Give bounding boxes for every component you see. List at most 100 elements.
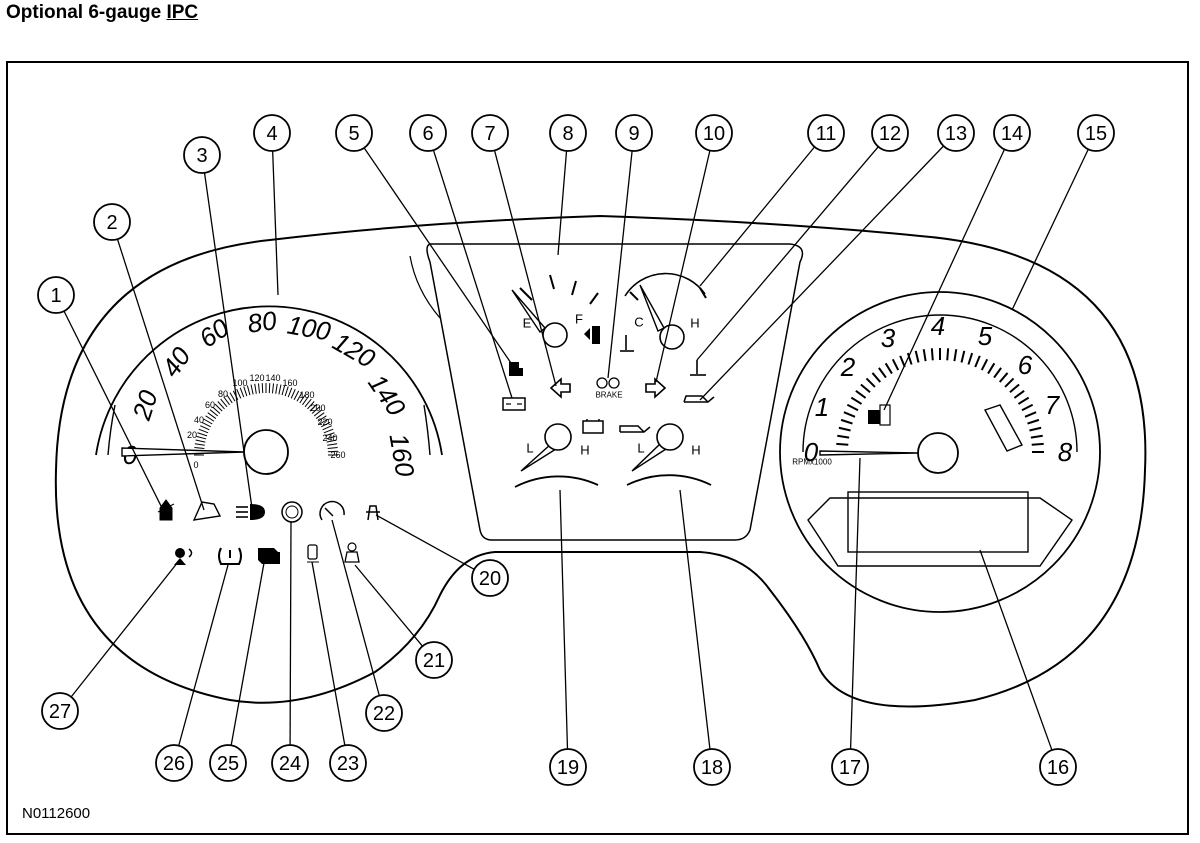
kmh-label-0: 0 [193, 460, 198, 470]
title-prefix: Optional 6-gauge [6, 2, 167, 23]
tach-tick [878, 367, 887, 379]
speedometer-needle [121, 447, 245, 457]
tach-tick [860, 383, 871, 394]
tach-tick [993, 367, 1002, 379]
speedo-inner-tick [205, 415, 215, 422]
oil-pressure-gauge: L H [619, 423, 712, 486]
callout-17: 17 [831, 748, 869, 786]
speedo-inner-tick [322, 425, 332, 431]
kmh-label-140: 140 [265, 373, 280, 383]
high-beam-icon [236, 504, 265, 520]
callout-number: 2 [106, 212, 117, 234]
speedo-inner-tick [323, 428, 334, 434]
callout-18: 18 [693, 748, 731, 786]
callout-leader-19 [559, 489, 569, 750]
figure-id: N0112600 [22, 805, 91, 822]
speedo-inner-tick [243, 386, 248, 397]
speedo-inner-tick [200, 425, 210, 431]
tach-label-3: 3 [881, 323, 896, 353]
callout-number: 9 [628, 123, 639, 145]
tach-tick [891, 358, 900, 371]
callout-number: 26 [163, 753, 185, 775]
callout-number: 4 [266, 123, 277, 145]
callout-19: 19 [549, 748, 587, 786]
callout-leader-25 [230, 562, 265, 746]
tach-tick [1027, 418, 1040, 425]
speedo-inner-tick [239, 387, 245, 398]
kmh-label-260: 260 [330, 450, 345, 460]
speedo-inner-tick [198, 428, 209, 434]
redline-zone [983, 404, 1023, 452]
tach-tick [998, 372, 1009, 383]
callout-13: 13 [937, 114, 975, 152]
tach-tick [980, 358, 989, 371]
callout-number: 21 [423, 650, 445, 672]
callout-number: 3 [196, 145, 207, 167]
kmh-label-120: 120 [249, 373, 264, 383]
speedo-inner-tick [296, 392, 303, 402]
speedo-inner-tick [214, 403, 223, 412]
callout-14: 14 [993, 114, 1031, 152]
battery-icon [582, 419, 604, 434]
callout-number: 14 [1001, 123, 1023, 145]
mph-label-120: 120 [328, 326, 381, 374]
callout-leader-22 [331, 519, 380, 696]
callout-number: 25 [217, 753, 239, 775]
callout-leader-13 [699, 145, 945, 401]
low-fuel-warning-icon [868, 404, 891, 426]
callout-27: 27 [41, 692, 79, 730]
callout-25: 25 [209, 744, 247, 782]
low-oil-pressure-icon [683, 395, 715, 403]
callout-leader-2 [116, 238, 205, 511]
tach-tick [1030, 434, 1043, 439]
speedometer-hub [243, 429, 289, 475]
callout-number: 16 [1047, 757, 1069, 779]
callout-20: 20 [471, 559, 509, 597]
callout-number: 24 [279, 753, 301, 775]
left-turn-signal-icon [549, 377, 571, 399]
speedo-inner-tick [307, 401, 315, 410]
callout-number: 12 [879, 123, 901, 145]
speedo-inner-tick [254, 383, 257, 394]
callout-1: 1 [37, 276, 75, 314]
callout-leader-12 [696, 146, 879, 361]
speedo-inner-tick [319, 418, 329, 425]
callout-leader-27 [70, 561, 179, 698]
speedo-inner-tick [223, 396, 230, 406]
ipc-link[interactable]: IPC [166, 2, 199, 23]
tach-tick [906, 352, 913, 365]
callout-3: 3 [183, 136, 221, 174]
tachometer: 0 1 2 3 4 5 6 7 8 RPMx1000 [779, 291, 1101, 613]
callout-leader-9 [607, 150, 633, 379]
speedo-inner-tick [207, 412, 217, 419]
speedo-inner-tick [220, 398, 228, 408]
fuel-full-label: F [575, 312, 583, 327]
tach-tick [1017, 396, 1030, 405]
cluster-outline [54, 214, 1147, 708]
engine-coolant-warning-icon [690, 360, 706, 376]
callout-leader-11 [699, 146, 816, 287]
coolant-temp-icon [620, 335, 634, 352]
callout-11: 11 [807, 114, 845, 152]
kmh-label-80: 80 [218, 389, 228, 399]
callout-leader-20 [375, 514, 475, 570]
kmh-label-60: 60 [205, 400, 215, 410]
speedo-inner-tick [203, 418, 213, 425]
kmh-label-160: 160 [282, 378, 297, 388]
voltage-gauge: L H [514, 419, 604, 488]
callout-22: 22 [365, 694, 403, 732]
callout-leader-24 [289, 521, 292, 746]
tach-tick [865, 377, 876, 388]
speedo-inner-tick [250, 384, 254, 395]
kmh-label-200: 200 [310, 403, 325, 413]
callout-23: 23 [329, 744, 367, 782]
speedo-inner-tick [317, 415, 327, 422]
callout-6: 6 [409, 114, 447, 152]
callout-leader-23 [311, 561, 346, 746]
callout-number: 20 [479, 568, 501, 590]
brake-label: BRAKE [595, 391, 622, 400]
callout-number: 11 [816, 123, 837, 145]
tach-tick [930, 348, 934, 361]
fuel-empty-label: E [523, 316, 532, 331]
